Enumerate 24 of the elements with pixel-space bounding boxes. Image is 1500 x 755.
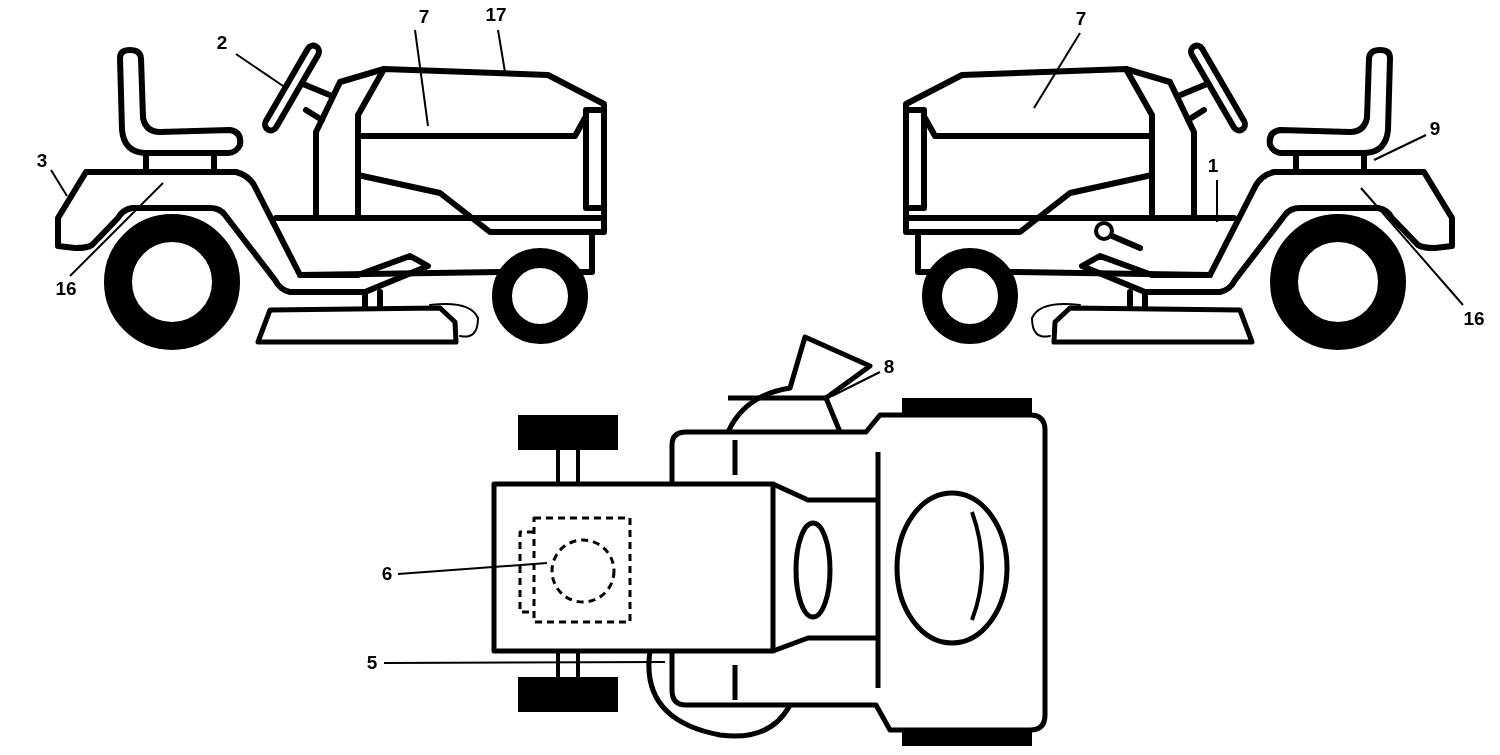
callout-number: 8 (883, 356, 895, 376)
leader-line (1360, 187, 1464, 306)
leader-line (497, 29, 506, 73)
callout-number: 16 (1463, 308, 1485, 328)
callout-number: 3 (36, 150, 48, 170)
leader-line (69, 182, 164, 277)
callout-number: 7 (1075, 8, 1087, 28)
leader-line (235, 53, 287, 89)
leader-line (383, 661, 666, 664)
callout-number: 1 (1207, 155, 1219, 175)
leader-line (50, 169, 68, 197)
callout-number: 17 (485, 4, 507, 24)
leader-line (1216, 179, 1218, 223)
leader-line (1033, 32, 1081, 109)
callout-number: 6 (381, 563, 393, 583)
callout-number: 2 (216, 32, 228, 52)
leader-line (831, 371, 881, 397)
callout-number: 16 (55, 278, 77, 298)
leader-line (414, 29, 429, 127)
leader-line (397, 562, 548, 575)
callout-number: 5 (366, 652, 378, 672)
callout-number: 7 (418, 6, 430, 26)
leader-line (1373, 134, 1427, 161)
callout-number: 9 (1429, 118, 1441, 138)
